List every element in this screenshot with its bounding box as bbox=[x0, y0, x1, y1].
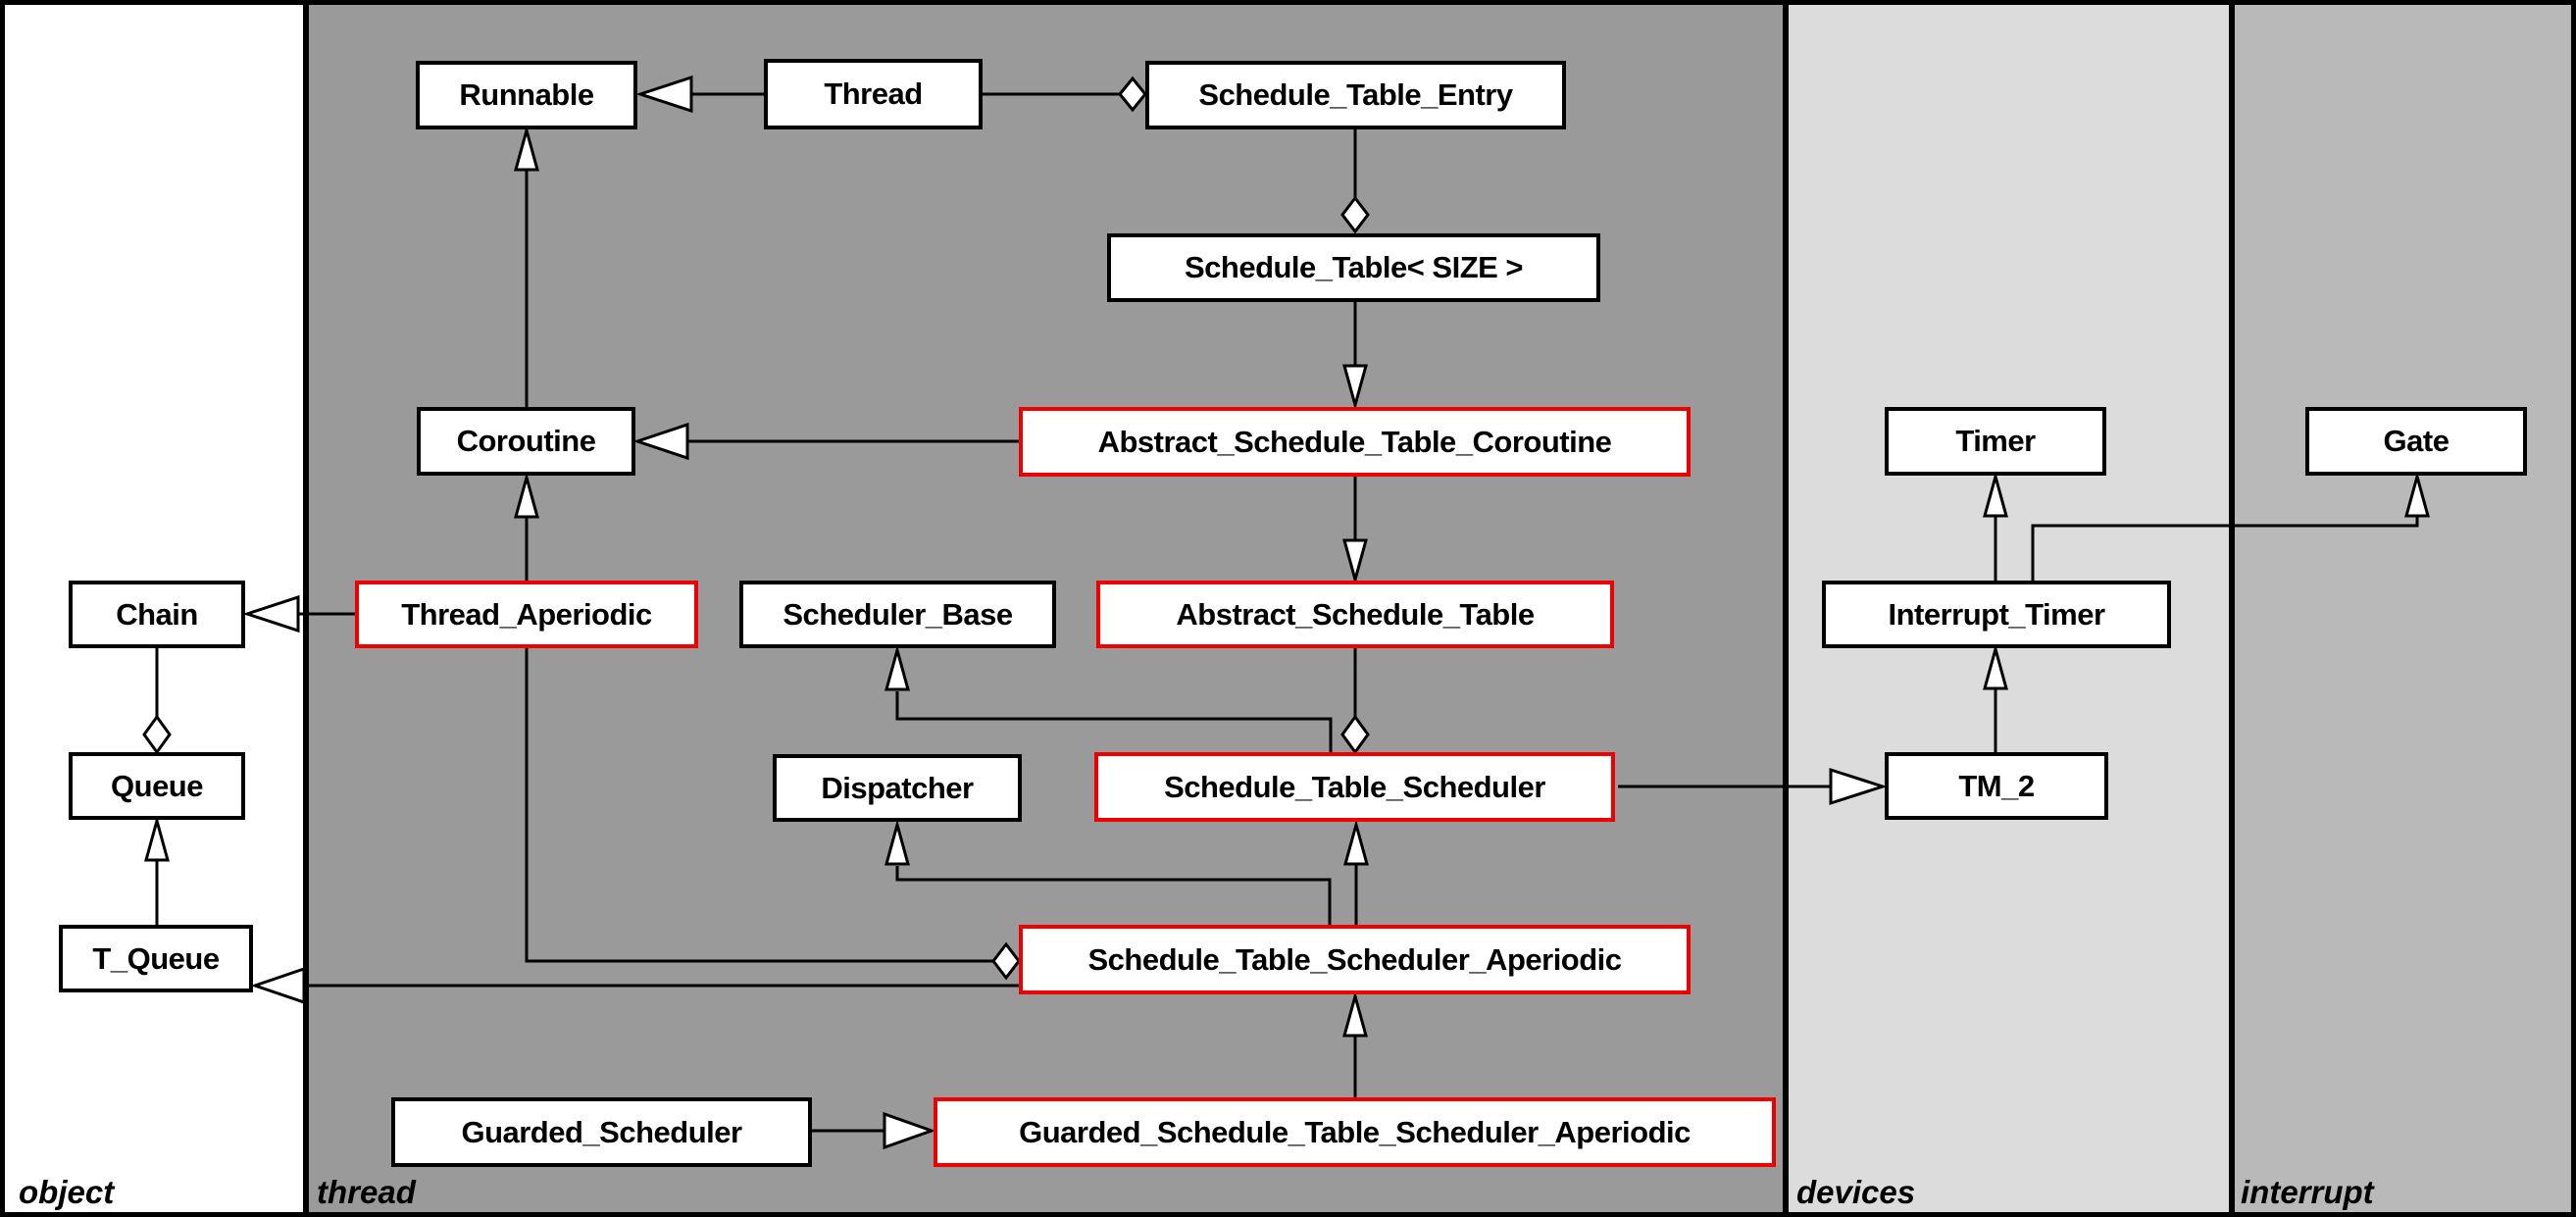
package-region-interrupt bbox=[2232, 5, 2571, 1212]
class-box-abstract-schedule-table: Abstract_Schedule_Table bbox=[1096, 581, 1614, 648]
class-box-guarded-scheduler: Guarded_Scheduler bbox=[391, 1097, 812, 1167]
class-box-timer: Timer bbox=[1885, 407, 2106, 476]
class-box-queue: Queue bbox=[69, 752, 245, 820]
class-box-interrupt-timer: Interrupt_Timer bbox=[1822, 581, 2171, 648]
package-label-devices: devices bbox=[1796, 1174, 1916, 1210]
class-box-schedule-table-size: Schedule_Table< SIZE > bbox=[1107, 233, 1600, 302]
package-divider bbox=[2229, 5, 2235, 1212]
package-label-thread: thread bbox=[317, 1174, 416, 1210]
class-box-t-queue: T_Queue bbox=[59, 925, 253, 992]
class-box-coroutine: Coroutine bbox=[417, 407, 635, 476]
class-box-schedule-table-entry: Schedule_Table_Entry bbox=[1145, 61, 1566, 129]
package-label-interrupt: interrupt bbox=[2241, 1174, 2374, 1210]
package-label-object: object bbox=[19, 1174, 115, 1210]
class-box-thread-aperiodic: Thread_Aperiodic bbox=[355, 581, 698, 648]
class-box-thread: Thread bbox=[764, 59, 983, 129]
class-box-schedule-table-scheduler: Schedule_Table_Scheduler bbox=[1094, 752, 1615, 822]
package-divider bbox=[303, 5, 309, 1212]
class-box-abstract-schedule-table-coroutine: Abstract_Schedule_Table_Coroutine bbox=[1019, 407, 1691, 477]
class-box-chain: Chain bbox=[69, 581, 245, 648]
class-box-gate: Gate bbox=[2305, 407, 2527, 476]
class-box-dispatcher: Dispatcher bbox=[773, 754, 1022, 822]
package-divider bbox=[1783, 5, 1789, 1212]
class-box-scheduler-base: Scheduler_Base bbox=[739, 581, 1056, 648]
class-box-runnable: Runnable bbox=[416, 61, 637, 129]
class-box-tm-2: TM_2 bbox=[1885, 752, 2108, 820]
class-box-guarded-schedule-table-scheduler-aperiodic: Guarded_Schedule_Table_Scheduler_Aperiod… bbox=[934, 1097, 1776, 1167]
class-box-schedule-table-scheduler-aperiodic: Schedule_Table_Scheduler_Aperiodic bbox=[1019, 925, 1691, 994]
